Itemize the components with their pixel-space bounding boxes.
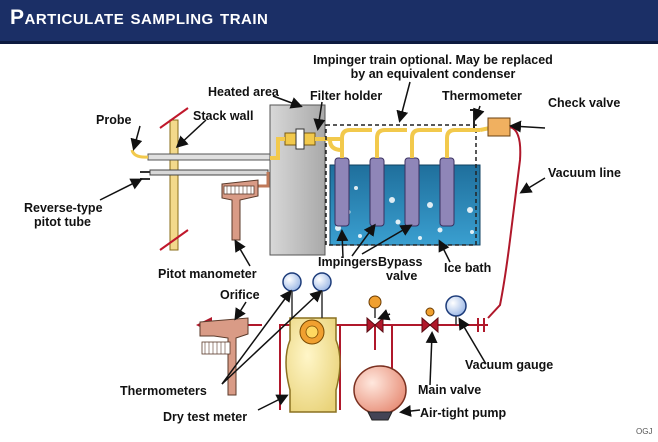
page-title: Particulate sampling train	[10, 6, 269, 29]
label-main-valve: Main valve	[418, 383, 481, 397]
filter-holder	[270, 128, 340, 160]
label-air-tight-pump: Air-tight pump	[420, 406, 506, 420]
probe	[130, 149, 271, 161]
label-heated-area: Heated area	[208, 85, 280, 99]
thermometer	[470, 109, 478, 128]
vacuum-gauge	[445, 295, 467, 325]
label-check-valve: Check valve	[548, 96, 620, 110]
impinger-note-line-1: Impinger train optional. May be replaced	[313, 53, 553, 67]
impinger-4	[439, 128, 480, 227]
air-tight-pump	[353, 365, 407, 421]
impinger-2	[369, 128, 407, 227]
vacuum-line	[487, 126, 522, 319]
impinger-enclosure	[325, 124, 477, 246]
check-valve	[479, 117, 511, 137]
dry-test-meter	[285, 317, 341, 413]
label-reverse-pitot-1: Reverse-type	[24, 201, 103, 215]
sampling-train-diagram: Impinger train optional. May be replaced…	[24, 53, 652, 436]
label-impingers: Impingers	[318, 255, 378, 269]
label-stack-wall: Stack wall	[193, 109, 253, 123]
stack-wall	[159, 107, 189, 251]
label-probe: Probe	[96, 113, 131, 127]
label-bypass-1: Bypass	[378, 255, 423, 269]
label-bypass-2: valve	[386, 269, 417, 283]
leader-arrows	[99, 81, 546, 417]
label-dry-test-meter: Dry test meter	[163, 410, 247, 424]
heated-area	[269, 104, 326, 256]
orifice-manometer	[199, 317, 249, 396]
label-filter-holder: Filter holder	[310, 89, 382, 103]
diagram-canvas: Impinger train optional. May be replaced…	[0, 44, 658, 437]
meter-thermometer-gauges	[282, 272, 332, 318]
title-bar: Particulate sampling train	[0, 0, 658, 44]
label-thermometers: Thermometers	[120, 384, 207, 398]
label-reverse-pitot-2: pitot tube	[34, 215, 91, 229]
label-orifice: Orifice	[220, 288, 260, 302]
main-valve	[421, 307, 439, 334]
label-pitot-manometer: Pitot manometer	[158, 267, 257, 281]
label-thermometer: Thermometer	[442, 89, 522, 103]
impinger-3	[404, 128, 442, 227]
label-ice-bath: Ice bath	[444, 261, 491, 275]
impingers	[328, 128, 480, 227]
label-vacuum-gauge: Vacuum gauge	[465, 358, 553, 372]
bypass-valve	[366, 295, 384, 334]
pitot-manometer	[221, 179, 259, 241]
impinger-note-line-2: by an equivalent condenser	[351, 67, 516, 81]
source-credit: OGJ	[636, 427, 652, 436]
label-vacuum-line: Vacuum line	[548, 166, 621, 180]
impinger-1	[334, 128, 372, 227]
